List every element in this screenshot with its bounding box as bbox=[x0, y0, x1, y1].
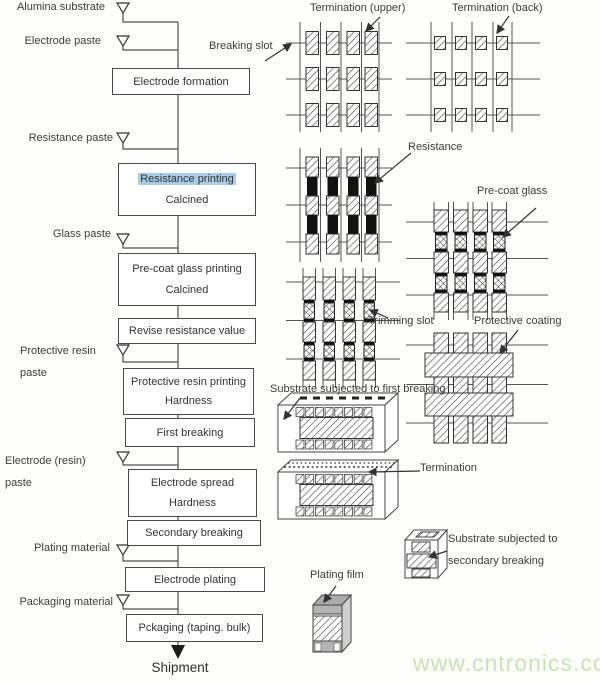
step-electrode-formation: Electrode formation bbox=[112, 68, 250, 95]
step-resistance-printing: Resistance printing Calcined bbox=[118, 163, 256, 216]
input-label-plating-material: Plating material bbox=[34, 542, 110, 554]
input-label-electrode-paste: Electrode paste bbox=[24, 35, 101, 47]
step-label: Hardness bbox=[164, 395, 213, 407]
step-first-breaking: First breaking bbox=[125, 418, 255, 447]
step-label-highlighted: Resistance printing bbox=[138, 173, 236, 185]
plating-film-chip bbox=[311, 593, 353, 654]
termination-bar bbox=[276, 458, 400, 521]
funnel-icon bbox=[115, 2, 131, 15]
termination-upper-grid bbox=[286, 22, 392, 132]
step-packaging: Pckaging (taping. bulk) bbox=[126, 614, 263, 642]
termination-back-grid bbox=[406, 22, 540, 132]
step-label: First breaking bbox=[156, 426, 224, 439]
funnel-icon bbox=[115, 233, 131, 246]
step-label: Calcined bbox=[165, 284, 209, 296]
step-label: Calcined bbox=[165, 194, 209, 206]
annotation-breaking-slot: Breaking slot bbox=[209, 40, 273, 52]
secondary-breaking-chip bbox=[403, 528, 449, 580]
step-secondary-breaking: Secondary breaking bbox=[127, 520, 261, 546]
step-label: Secondary breaking bbox=[145, 527, 243, 539]
watermark: www.cntronics.com bbox=[413, 650, 600, 676]
input-label-resistance-paste: Resistance paste bbox=[28, 132, 113, 144]
step-label: Electrode plating bbox=[154, 573, 236, 586]
annotation-pre-coat-glass: Pre-coat glass bbox=[477, 185, 548, 197]
resistance-grid bbox=[286, 148, 392, 262]
funnel-icon bbox=[115, 35, 131, 48]
step-label: Hardness bbox=[168, 496, 217, 509]
input-label-alumina-substrate: Alumina substrate bbox=[16, 1, 105, 13]
funnel-icon bbox=[115, 544, 131, 557]
step-label: Electrode formation bbox=[133, 75, 229, 88]
annotation-plating-film: Plating film bbox=[310, 569, 364, 581]
input-label-glass-paste: Glass paste bbox=[52, 228, 111, 240]
funnel-icon bbox=[115, 451, 131, 464]
annotation-termination: Termination bbox=[420, 462, 477, 474]
input-funnel-icons bbox=[115, 2, 131, 607]
funnel-icon bbox=[115, 344, 131, 357]
funnel-icon bbox=[115, 594, 131, 607]
protective-coating-fig bbox=[406, 332, 548, 444]
step-protective-resin-printing: Protective resin printing Hardness bbox=[123, 368, 254, 415]
step-pre-coat-glass-printing: Pre-coat glass printing Calcined bbox=[118, 253, 256, 306]
annotation-arrows bbox=[264, 15, 537, 604]
input-label-protective-resin-paste: Protective resin paste bbox=[20, 345, 96, 379]
funnel-icon bbox=[115, 132, 131, 145]
trimming-grid bbox=[286, 267, 400, 389]
step-label: Electrode spread bbox=[150, 477, 235, 490]
annotation-termination-upper: Termination (upper) bbox=[310, 2, 406, 14]
step-revise-resistance-value: Revise resistance value bbox=[118, 318, 256, 344]
annotation-resistance: Resistance bbox=[408, 141, 463, 153]
annotation-substrate-secondary-breaking: Substrate subjected to secondary breakin… bbox=[448, 533, 558, 567]
annotation-trimming-slot: Trimming slot bbox=[368, 315, 434, 327]
step-label: Pre-coat glass printing bbox=[132, 263, 242, 275]
step-electrode-spread: Electrode spread Hardness bbox=[128, 469, 257, 517]
pre-coat-glass-grid bbox=[406, 201, 548, 321]
shipment-arrow-icon bbox=[171, 645, 185, 659]
shipment-label: Shipment bbox=[151, 660, 209, 675]
input-label-electrode-resin-paste: Electrode (resin) paste bbox=[5, 455, 86, 489]
step-electrode-plating: Electrode plating bbox=[125, 567, 265, 592]
annotation-protective-coating: Protective coating bbox=[474, 315, 562, 327]
input-label-packaging-material: Packaging material bbox=[19, 596, 113, 608]
step-label: Pckaging (taping. bulk) bbox=[138, 622, 251, 634]
annotation-substrate-first-breaking: Substrate subjected to first breaking bbox=[270, 383, 446, 395]
step-label: Protective resin printing bbox=[131, 376, 246, 388]
step-label: Revise resistance value bbox=[128, 325, 246, 337]
annotation-termination-back: Termination (back) bbox=[452, 2, 543, 14]
first-breaking-bar bbox=[276, 391, 400, 454]
